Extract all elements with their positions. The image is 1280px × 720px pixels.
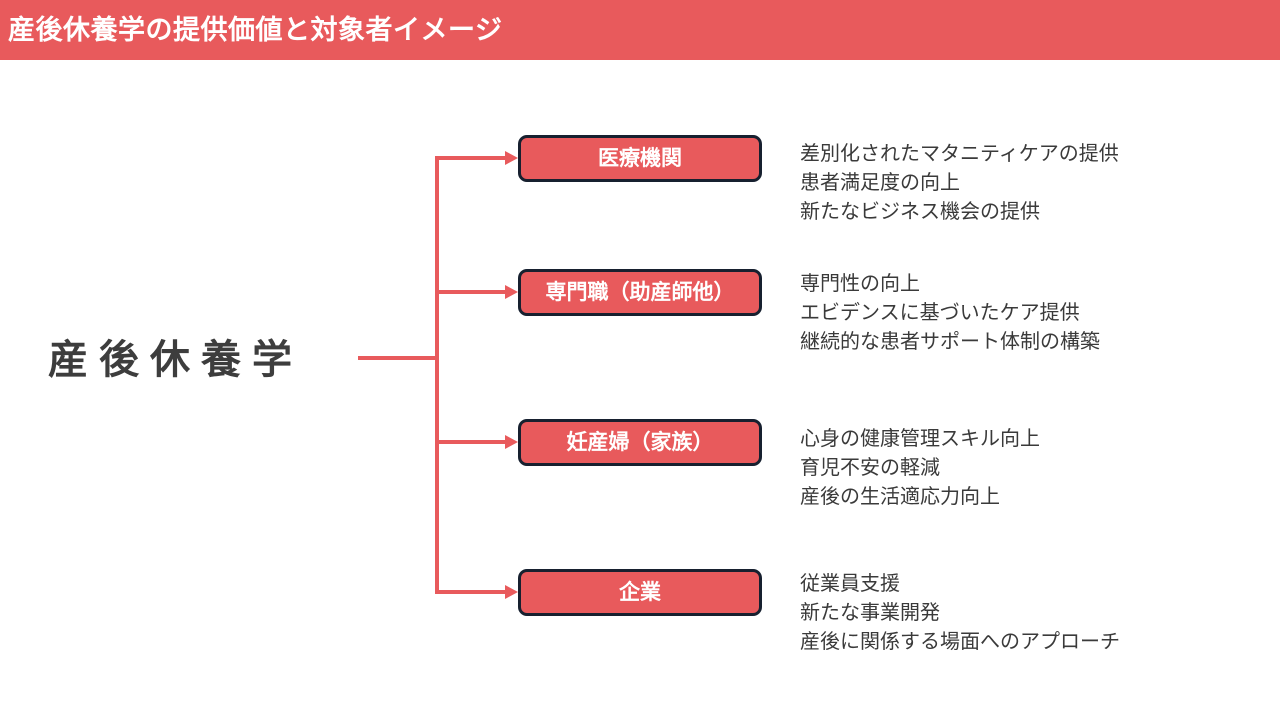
branch-box-pregnant-women-family[interactable]: 妊産婦（家族） xyxy=(518,419,762,466)
branch-box-label: 医療機関 xyxy=(598,146,682,170)
description-line: 心身の健康管理スキル向上 xyxy=(800,428,1040,450)
description-line: 患者満足度の向上 xyxy=(800,172,960,194)
description-line: 差別化されたマタニティケアの提供 xyxy=(800,143,1119,165)
branch-box-professional[interactable]: 専門職（助産師他） xyxy=(518,269,762,316)
header-bar: 産後休養学の提供価値と対象者イメージ xyxy=(0,0,1280,60)
arrowhead-4 xyxy=(505,585,518,599)
description-line: 育児不安の軽減 xyxy=(800,457,940,479)
description-block-company: 従業員支援 新たな事業開発 産後に関係する場面へのアプローチ xyxy=(800,570,1240,657)
description-line: 専門性の向上 xyxy=(800,273,920,295)
description-line: 産後の生活適応力向上 xyxy=(800,486,1000,508)
branch-box-medical-institution[interactable]: 医療機関 xyxy=(518,135,762,182)
branch-box-label: 妊産婦（家族） xyxy=(566,430,714,454)
arrowhead-3 xyxy=(505,435,518,449)
arrowhead-1 xyxy=(505,151,518,165)
description-line: 産後に関係する場面へのアプローチ xyxy=(800,631,1120,653)
description-line: 新たな事業開発 xyxy=(800,602,940,624)
description-line: エビデンスに基づいたケア提供 xyxy=(800,302,1080,324)
branch-box-company[interactable]: 企業 xyxy=(518,569,762,616)
root-label: 産後休養学 xyxy=(48,338,303,382)
branch-box-label: 企業 xyxy=(619,580,661,604)
arrowhead-2 xyxy=(505,285,518,299)
branch-box-label: 専門職（助産師他） xyxy=(545,280,735,304)
description-block-medical-institution: 差別化されたマタニティケアの提供 患者満足度の向上 新たなビジネス機会の提供 xyxy=(800,140,1240,227)
description-line: 新たなビジネス機会の提供 xyxy=(800,201,1040,223)
description-line: 継続的な患者サポート体制の構築 xyxy=(800,331,1100,353)
description-block-pregnant-women-family: 心身の健康管理スキル向上 育児不安の軽減 産後の生活適応力向上 xyxy=(800,425,1240,512)
description-line: 従業員支援 xyxy=(800,573,900,595)
page-title: 産後休養学の提供価値と対象者イメージ xyxy=(8,15,503,45)
description-block-professional: 専門性の向上 エビデンスに基づいたケア提供 継続的な患者サポート体制の構築 xyxy=(800,270,1240,357)
